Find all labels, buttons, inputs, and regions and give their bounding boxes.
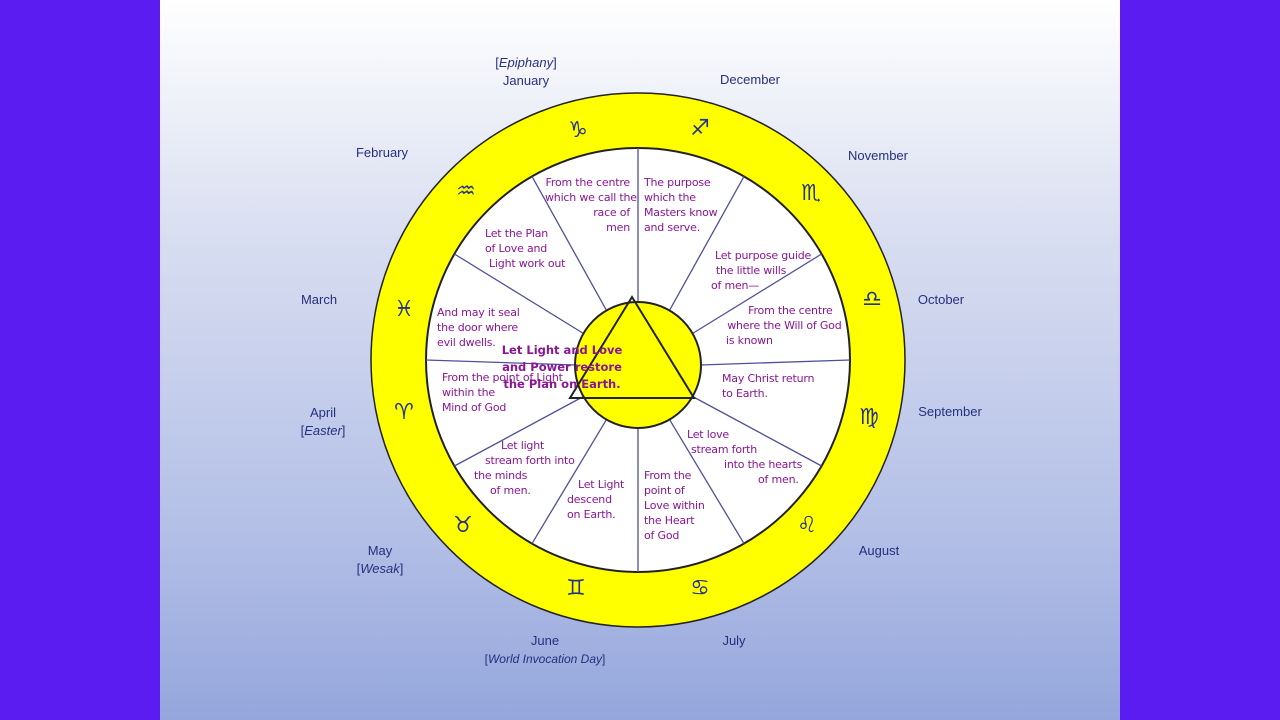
- pisces-icon: ♓: [394, 297, 414, 322]
- libra-icon: ♎: [862, 287, 882, 312]
- month-june: June [World Invocation Day]: [484, 633, 606, 666]
- sector-divider: [668, 418, 745, 544]
- month-december: December: [720, 72, 780, 87]
- sector-divider: [668, 176, 745, 312]
- sector-divider: [454, 395, 585, 467]
- cancer-icon: ♋: [690, 576, 710, 601]
- center-invocation: Let Light and Love and Power restore the…: [501, 343, 623, 391]
- month-march: March: [300, 292, 338, 307]
- phrase-love-hearts: Let love stream forth into the hearts of…: [687, 428, 803, 486]
- scorpio-icon: ♏: [801, 181, 821, 206]
- virgo-icon: ♍: [859, 405, 879, 430]
- slide: [Epiphany] January December November Feb…: [160, 0, 1120, 720]
- sector-divider: [699, 359, 851, 366]
- month-january: [Epiphany] January: [495, 55, 557, 88]
- phrase-light-minds: Let light stream forth into the minds of…: [474, 439, 575, 497]
- month-november: November: [848, 148, 908, 163]
- month-july: July: [722, 633, 746, 648]
- aquarius-icon: ♒: [456, 179, 476, 204]
- sagittarius-icon: ♐: [690, 116, 710, 141]
- sector-dividers: [425, 148, 851, 572]
- zodiac-wheel: [370, 92, 906, 628]
- sector-divider: [691, 395, 822, 467]
- center-circle: [574, 301, 702, 429]
- month-august: August: [858, 543, 900, 558]
- sector-divider: [531, 176, 608, 312]
- gemini-icon: ♊: [566, 576, 586, 601]
- sector-divider: [425, 359, 577, 366]
- sector-divider: [691, 253, 822, 335]
- leo-icon: ♌: [797, 513, 817, 538]
- month-october: October: [917, 292, 965, 307]
- month-april: April [Easter]: [300, 405, 346, 438]
- month-september: September: [918, 404, 982, 419]
- month-may: May [Wesak]: [356, 543, 404, 576]
- aries-icon: ♈: [394, 400, 414, 425]
- capricorn-icon: ♑: [568, 118, 588, 143]
- center-triangle: [568, 295, 696, 399]
- month-february: February: [355, 145, 409, 160]
- taurus-icon: ♉: [453, 513, 473, 538]
- sector-divider: [531, 418, 608, 544]
- sector-divider: [454, 253, 585, 335]
